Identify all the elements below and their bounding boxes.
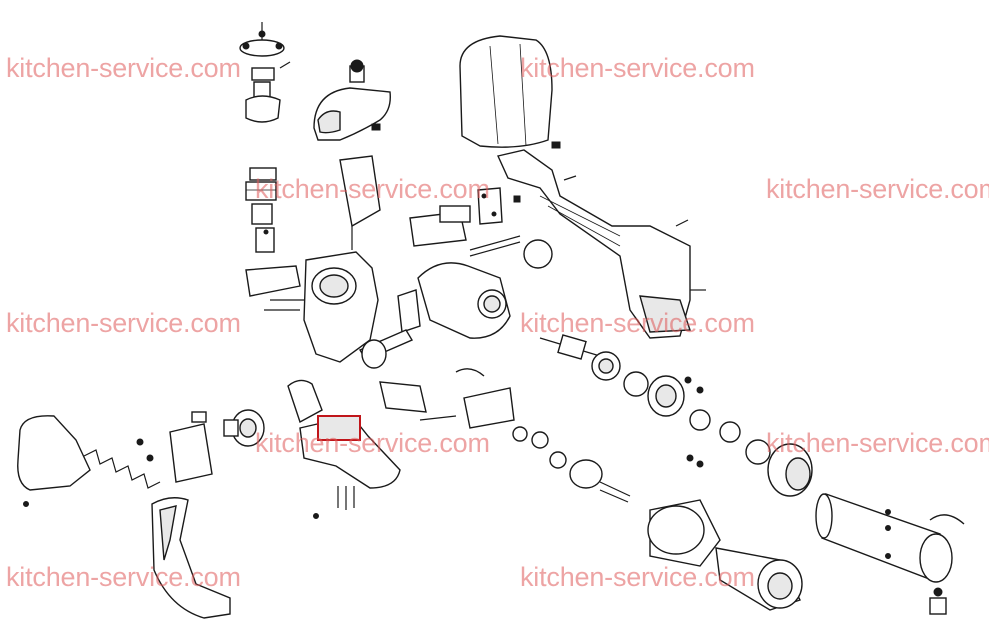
highlighted-part-box[interactable] bbox=[317, 415, 361, 441]
drive-shaft-part bbox=[358, 235, 553, 369]
trigger-lever-part bbox=[287, 379, 401, 519]
spacer-clip-part bbox=[477, 187, 521, 225]
crank-lever-part bbox=[245, 265, 306, 311]
flange-shaft-part bbox=[512, 426, 631, 503]
blade-hub-part bbox=[239, 22, 291, 123]
main-motor-part bbox=[647, 499, 803, 611]
motor-bracket-part bbox=[379, 368, 515, 429]
gearbox-housing-part bbox=[303, 155, 511, 363]
handle-frame-part bbox=[497, 149, 706, 339]
gear-wheel-part bbox=[136, 409, 265, 483]
top-cover-part bbox=[313, 59, 391, 141]
motor-endcap-part bbox=[767, 443, 813, 497]
motor-cover-part bbox=[459, 35, 561, 149]
tube-motor-part bbox=[815, 493, 965, 615]
coupling-stack-part bbox=[245, 167, 277, 253]
worm-shaft-part bbox=[539, 334, 771, 468]
spring-assembly-part bbox=[17, 415, 161, 507]
handle-grip-part bbox=[151, 497, 231, 619]
